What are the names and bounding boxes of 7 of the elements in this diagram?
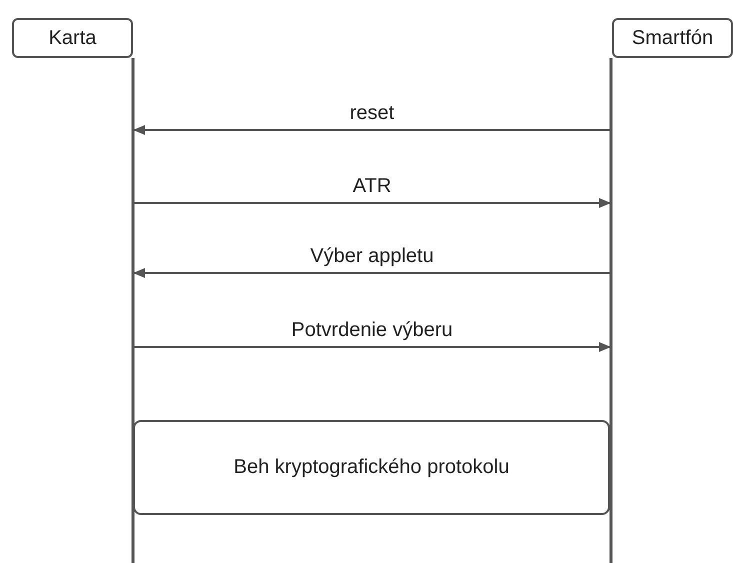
- participant-box: Smartfón: [612, 18, 733, 58]
- participant-box: Karta: [12, 18, 133, 58]
- message-arrow: [133, 125, 610, 135]
- message-arrow: [133, 268, 610, 278]
- message-arrow: [134, 342, 611, 352]
- message-arrow: [134, 198, 611, 208]
- process-box: Beh kryptografického protokolu: [133, 420, 610, 515]
